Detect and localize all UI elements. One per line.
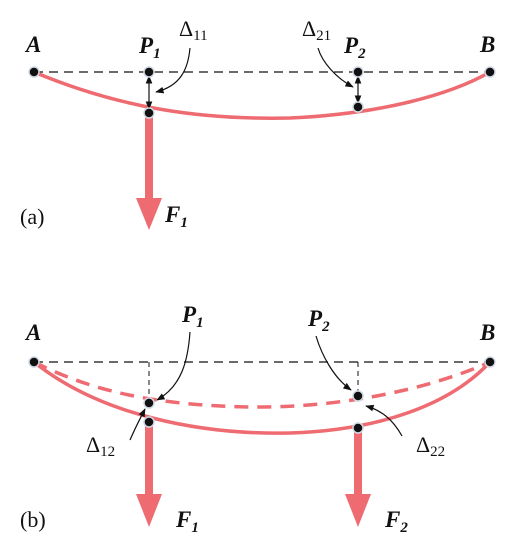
panel-a-label: (a): [20, 204, 44, 229]
delta-12-leader: [129, 408, 146, 441]
force-f1-shaft-a: [145, 112, 153, 204]
node-p2-dashed-b: [352, 390, 364, 402]
delta-21-leader: [317, 47, 354, 88]
label-delta-22: Δ22: [416, 432, 445, 460]
label-p1-b: P1: [181, 302, 204, 331]
panel-b: A B P1 P2 Δ12 Δ22 F1 F2 (b): [20, 302, 496, 536]
force-f1-shaft-b: [145, 424, 153, 500]
node-p1-dashed-b: [143, 397, 155, 409]
node-a-a: [28, 66, 40, 78]
node-p2-deflected-a: [352, 101, 364, 113]
panel-b-label: (b): [20, 507, 46, 532]
node-p1-a: [143, 66, 155, 78]
node-p1-deflected-a: [143, 107, 155, 119]
node-b-a: [484, 66, 496, 78]
deflected-beam-a: [33, 70, 491, 120]
label-b-a: B: [479, 32, 495, 57]
node-p1-deflected-b: [143, 416, 155, 428]
delta-22-leader: [365, 404, 403, 437]
label-a-b: A: [24, 320, 41, 345]
p1-leader-b: [156, 331, 191, 401]
label-p2-b: P2: [307, 306, 330, 335]
label-f1-b: F1: [175, 507, 199, 536]
label-delta-11: Δ11: [179, 16, 208, 44]
label-delta-21: Δ21: [302, 16, 331, 44]
node-a-b: [28, 356, 40, 368]
label-p2-a: P2: [343, 33, 366, 62]
force-f1-head-b: [136, 494, 162, 527]
p2-leader-b: [315, 335, 352, 391]
label-f2-b: F2: [384, 507, 408, 536]
node-p2-deflected-b: [352, 422, 364, 434]
delta-11-leader: [155, 47, 191, 94]
label-delta-12: Δ12: [86, 432, 115, 460]
label-b-b: B: [479, 320, 495, 345]
label-a-a: A: [24, 32, 41, 57]
force-f2-head-b: [345, 494, 371, 527]
label-f1-a: F1: [164, 202, 188, 231]
deflected-beam-b: [32, 360, 492, 435]
node-b-b: [484, 356, 496, 368]
force-f1-head-a: [136, 198, 162, 230]
label-p1-a: P1: [138, 33, 161, 62]
dashed-deflected-beam-b: [33, 360, 491, 409]
node-p2-a: [352, 66, 364, 78]
force-f2-shaft-b: [354, 430, 362, 500]
panel-a: A B P1 P2 Δ11 Δ21 F1 (a): [20, 16, 496, 231]
